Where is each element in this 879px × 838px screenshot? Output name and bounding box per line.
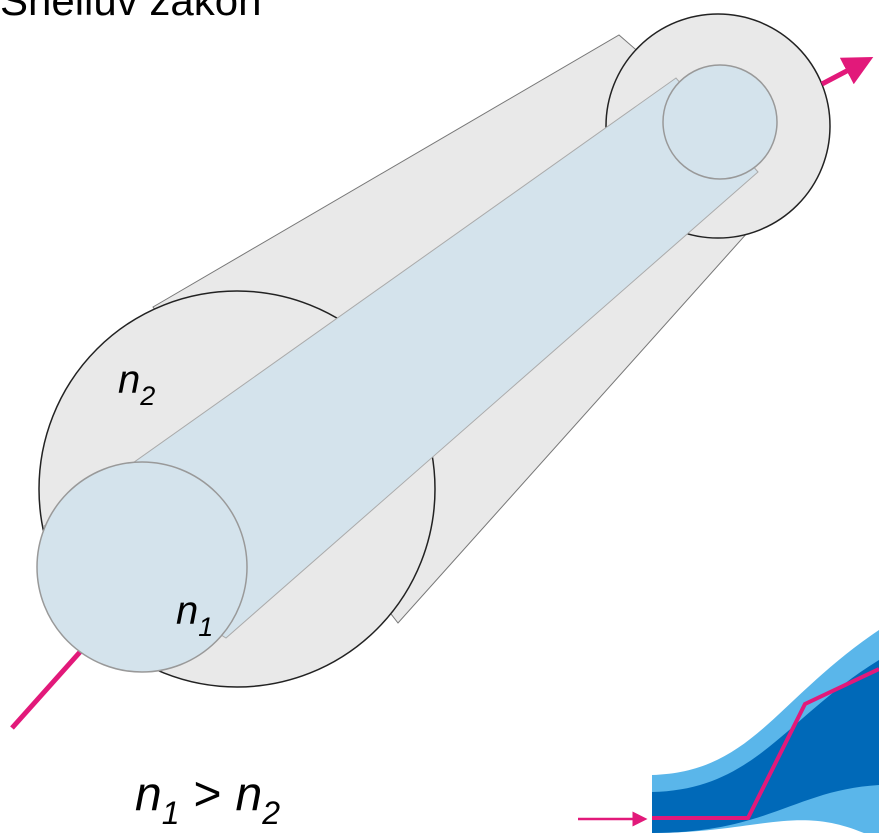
waveguide-ray bbox=[652, 667, 879, 820]
waveguide-core bbox=[652, 660, 879, 833]
waveguide-inset bbox=[578, 630, 879, 838]
outgoing-ray bbox=[820, 57, 874, 87]
formula-n1-gt-n2: n1>n2 bbox=[135, 768, 280, 831]
label-n1: n1 bbox=[176, 589, 213, 642]
label-n2: n2 bbox=[118, 358, 155, 411]
core-far-end bbox=[662, 64, 778, 180]
core-near-end bbox=[36, 461, 248, 673]
diagram-title: Snellův zákon bbox=[0, 0, 262, 24]
